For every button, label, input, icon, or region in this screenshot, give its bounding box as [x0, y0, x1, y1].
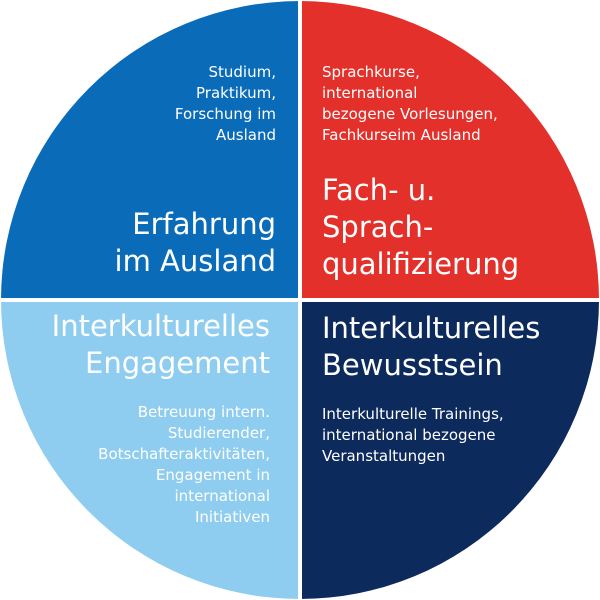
quadrant-bottom-left-description: Betreuung intern. Studierender, Botschaf… — [98, 403, 270, 526]
quadrant-bottom-left-title: Interkulturelles Engagement — [51, 309, 270, 380]
quadrant-top-left-title: Erfahrung im Ausland — [114, 207, 276, 278]
quadrant-top-right — [300, 1, 599, 300]
quadrant-bottom-left — [1, 300, 300, 599]
quadrant-top-right-title: Fach- u. Sprach- qualifizierung — [322, 173, 520, 281]
quadrant-bottom-right-description: Interkulturelle Trainings, international… — [322, 405, 504, 465]
quadrant-bottom-right-title: Interkulturelles Bewusstsein — [322, 311, 541, 382]
quadrant-top-left — [1, 1, 300, 300]
quadrant-top-left-description: Studium, Praktikum, Forschung im Ausland — [174, 63, 276, 144]
quadrant-top-right-description: Sprachkurse, international bezogene Vorl… — [322, 63, 498, 144]
quadrant-bottom-right — [300, 300, 599, 599]
